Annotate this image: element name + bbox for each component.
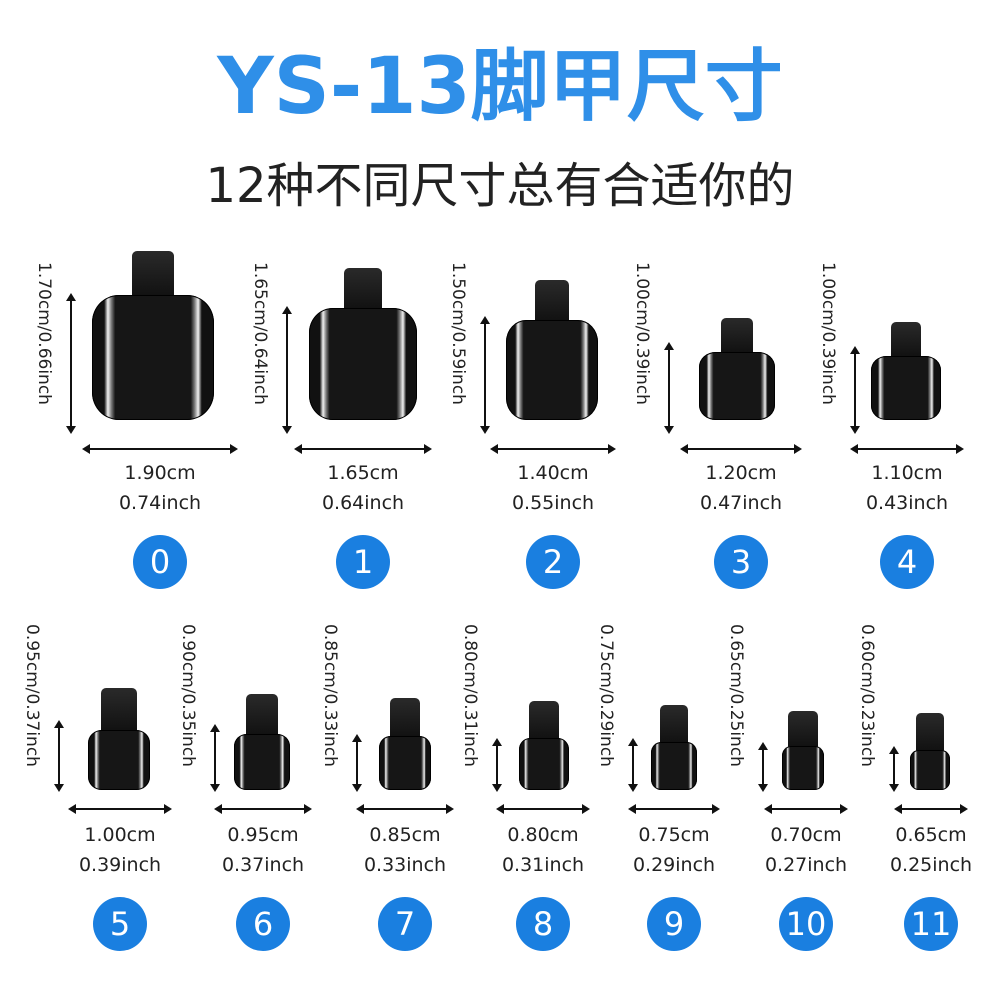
width-inch-label: 0.74inch xyxy=(118,492,202,514)
size-number-badge: 4 xyxy=(880,535,934,589)
width-arrow xyxy=(82,444,238,454)
width-inch-label: 0.31inch xyxy=(501,854,585,876)
height-arrow xyxy=(480,316,490,434)
size-number-badge: 2 xyxy=(526,535,580,589)
page-title: YS-13脚甲尺寸 xyxy=(217,42,783,132)
width-arrow xyxy=(894,804,968,814)
width-arrow xyxy=(764,804,848,814)
height-arrow xyxy=(210,724,220,792)
nail-image xyxy=(871,322,941,420)
size-number-badge: 5 xyxy=(93,897,147,951)
height-arrow xyxy=(889,746,899,792)
size-number-badge: 9 xyxy=(647,897,701,951)
nail-body xyxy=(910,749,950,790)
width-inch-label: 0.37inch xyxy=(221,854,305,876)
width-cm-label: 0.85cm xyxy=(369,824,441,846)
height-arrow xyxy=(664,342,674,434)
height-label: 1.00cm/0.39inch xyxy=(632,262,652,405)
height-arrow xyxy=(54,720,64,792)
nail-image xyxy=(651,705,697,790)
width-arrow xyxy=(628,804,720,814)
size-number-badge: 3 xyxy=(714,535,768,589)
width-arrow xyxy=(490,444,616,454)
height-label: 0.85cm/0.33inch xyxy=(320,624,340,767)
width-arrow xyxy=(294,444,432,454)
width-cm-label: 0.65cm xyxy=(895,824,967,846)
nail-body xyxy=(782,745,824,790)
width-arrow xyxy=(680,444,802,454)
nail-body xyxy=(699,351,775,420)
height-arrow xyxy=(850,346,860,434)
width-inch-label: 0.27inch xyxy=(764,854,848,876)
width-cm-label: 0.95cm xyxy=(227,824,299,846)
height-arrow xyxy=(282,306,292,434)
nail-body xyxy=(506,320,598,420)
height-arrow xyxy=(758,742,768,792)
width-arrow xyxy=(68,804,172,814)
nail-body xyxy=(519,737,569,790)
nail-body xyxy=(379,735,431,790)
height-arrow xyxy=(66,293,76,434)
width-cm-label: 1.65cm xyxy=(327,462,399,484)
height-label: 0.60cm/0.23inch xyxy=(857,624,877,767)
height-arrow xyxy=(492,738,502,792)
nail-image xyxy=(234,694,290,790)
height-label: 0.90cm/0.35inch xyxy=(178,624,198,767)
nail-body xyxy=(309,308,417,420)
nail-body xyxy=(871,355,941,420)
nail-image xyxy=(519,701,569,790)
width-cm-label: 1.40cm xyxy=(517,462,589,484)
size-number-badge: 1 xyxy=(336,535,390,589)
nail-image xyxy=(782,710,824,790)
width-inch-label: 0.64inch xyxy=(321,492,405,514)
width-arrow xyxy=(496,804,590,814)
size-number-badge: 11 xyxy=(904,897,958,951)
height-label: 0.75cm/0.29inch xyxy=(596,624,616,767)
nail-image xyxy=(506,280,598,420)
nail-body xyxy=(88,729,150,790)
width-inch-label: 0.47inch xyxy=(699,492,783,514)
size-number-badge: 7 xyxy=(378,897,432,951)
nail-image xyxy=(379,697,431,790)
height-label: 1.50cm/0.59inch xyxy=(448,262,468,405)
width-arrow xyxy=(356,804,454,814)
width-cm-label: 1.10cm xyxy=(871,462,943,484)
height-label: 1.65cm/0.64inch xyxy=(250,262,270,405)
page-subtitle: 12种不同尺寸总有合适你的 xyxy=(205,158,795,214)
size-number-badge: 10 xyxy=(779,897,833,951)
height-label: 0.80cm/0.31inch xyxy=(460,624,480,767)
width-cm-label: 0.70cm xyxy=(770,824,842,846)
nail-body xyxy=(234,734,290,790)
width-arrow xyxy=(214,804,312,814)
nail-image xyxy=(309,268,417,420)
height-label: 1.70cm/0.66inch xyxy=(34,262,54,405)
nail-body xyxy=(92,295,214,420)
width-inch-label: 0.29inch xyxy=(632,854,716,876)
size-number-badge: 6 xyxy=(236,897,290,951)
size-number-badge: 8 xyxy=(516,897,570,951)
width-cm-label: 0.80cm xyxy=(507,824,579,846)
height-label: 0.65cm/0.25inch xyxy=(726,624,746,767)
width-cm-label: 1.00cm xyxy=(84,824,156,846)
width-cm-label: 1.20cm xyxy=(705,462,777,484)
width-arrow xyxy=(850,444,964,454)
height-arrow xyxy=(352,734,362,792)
nail-image xyxy=(92,251,214,420)
width-inch-label: 0.55inch xyxy=(511,492,595,514)
size-number-badge: 0 xyxy=(133,535,187,589)
nail-image xyxy=(910,713,950,790)
nail-image xyxy=(88,688,150,790)
height-label: 0.95cm/0.37inch xyxy=(22,624,42,767)
nail-body xyxy=(651,741,697,790)
width-inch-label: 0.25inch xyxy=(889,854,973,876)
width-inch-label: 0.39inch xyxy=(78,854,162,876)
width-cm-label: 1.90cm xyxy=(124,462,196,484)
height-arrow xyxy=(628,738,638,792)
width-cm-label: 0.75cm xyxy=(638,824,710,846)
height-label: 1.00cm/0.39inch xyxy=(818,262,838,405)
nail-image xyxy=(699,318,775,420)
width-inch-label: 0.43inch xyxy=(865,492,949,514)
width-inch-label: 0.33inch xyxy=(363,854,447,876)
